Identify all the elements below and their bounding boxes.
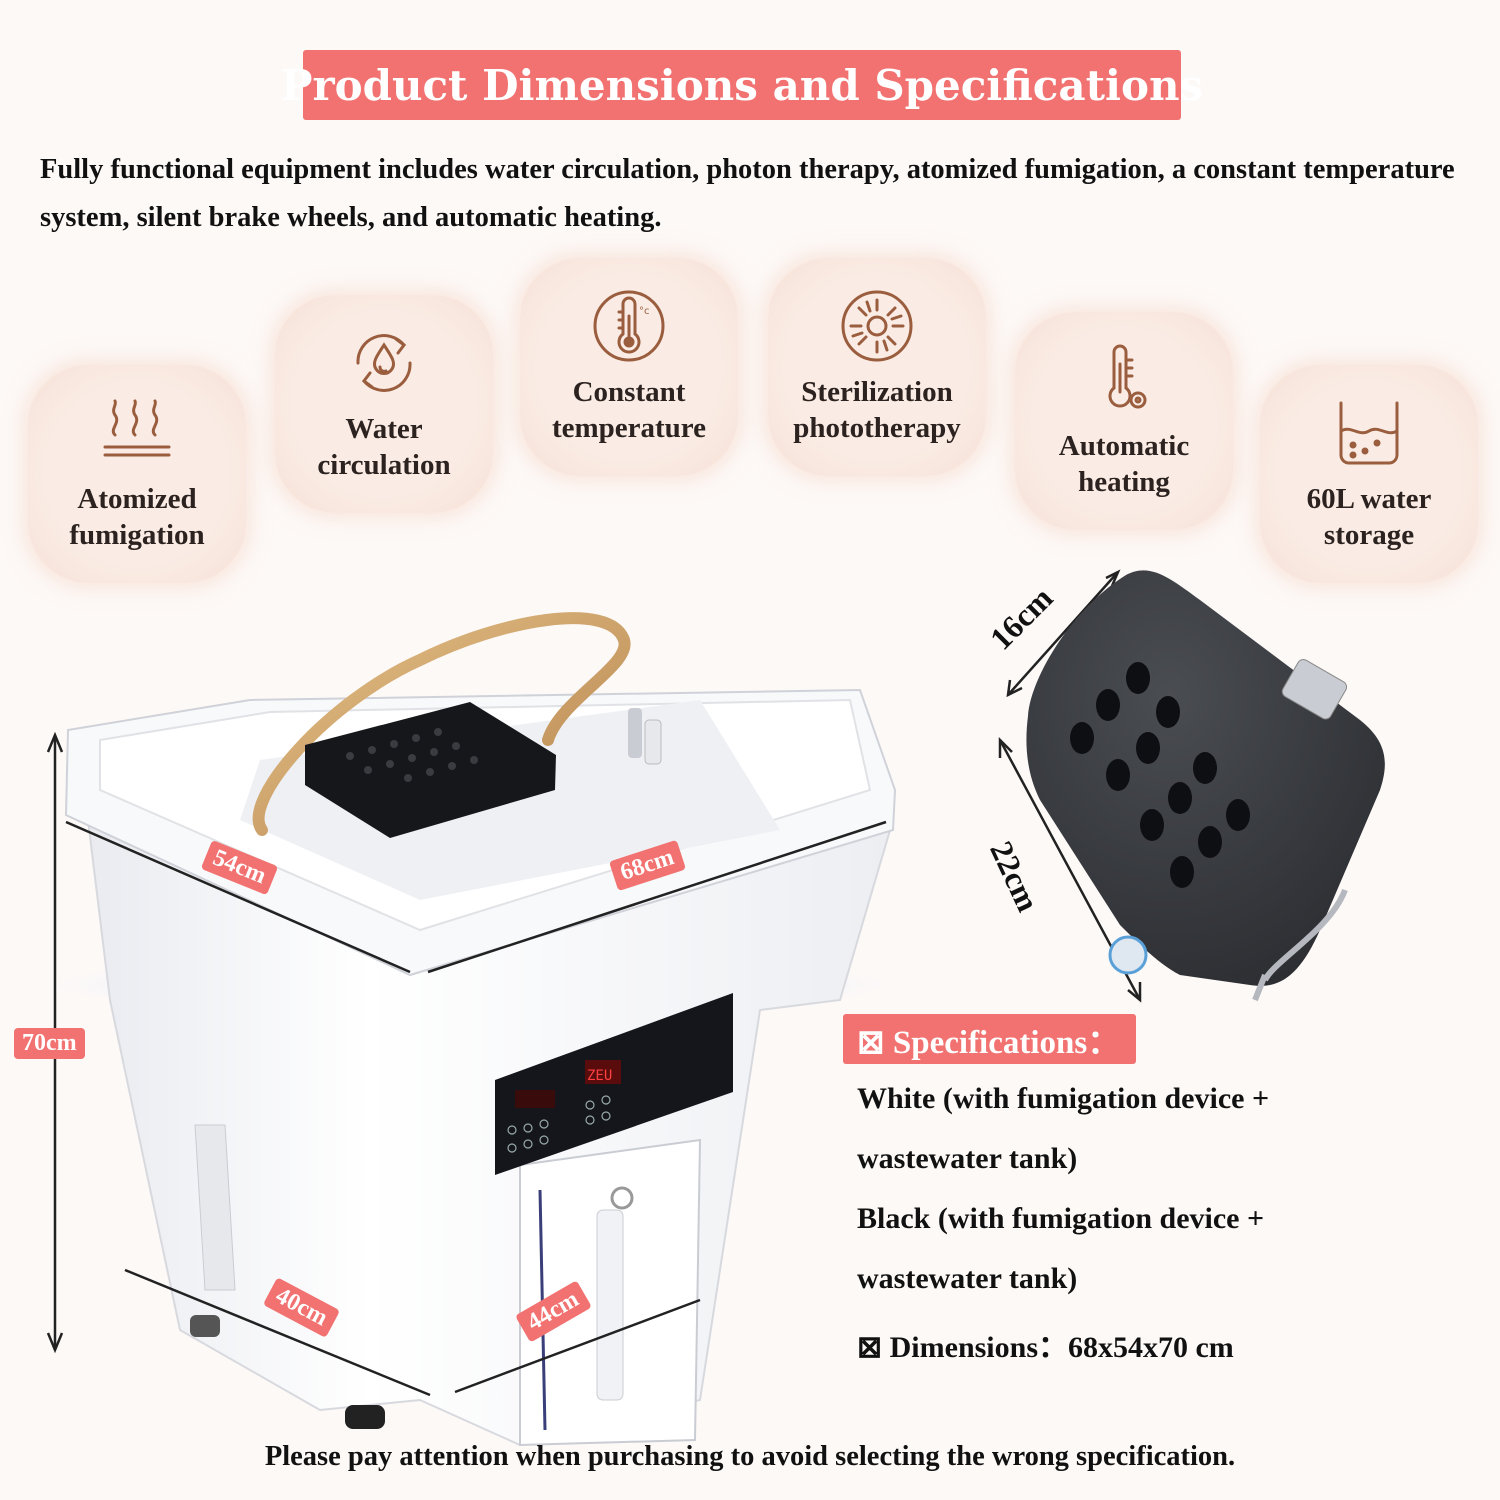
feature-label: Atomized fumigation <box>69 483 205 551</box>
specifications-heading-banner: ⊠ Specifications： <box>843 1014 1136 1064</box>
steam-icon <box>103 399 171 457</box>
basin-unit: ZEU <box>50 612 897 1447</box>
footer-note: Please pay attention when purchasing to … <box>264 1441 1236 1472</box>
panel-display: ZEU <box>587 1068 612 1084</box>
feature-label: Water circulation <box>317 413 451 481</box>
feature-label: 60L water storage <box>1306 483 1432 551</box>
page-title: Product Dimensions and Specifications <box>280 60 1204 110</box>
intro-text: Fully functional equipment includes wate… <box>40 154 1455 233</box>
feature-label: Constant temperature <box>551 376 707 444</box>
feature-water-circulation: Water circulation <box>275 295 493 513</box>
water-circulation-icon <box>356 334 412 392</box>
feature-atomized-fumigation: Atomized fumigation <box>28 365 246 583</box>
feature-label: Automatic heating <box>1058 430 1190 498</box>
feature-sterilization-phototherapy: Sterilization phototherapy <box>768 258 986 476</box>
title-banner: Product Dimensions and Specifications <box>281 50 1203 120</box>
thermometer-icon: °c <box>593 290 665 362</box>
spec-line: wastewater tank) <box>857 1262 1078 1295</box>
heating-thermometer-icon <box>1108 344 1147 409</box>
dimension-height: 70cm <box>14 1028 85 1059</box>
feature-label: Sterilization phototherapy <box>793 376 961 444</box>
specifications-heading: ⊠ Specifications： <box>857 1025 1121 1061</box>
feature-automatic-heating: Automatic heating <box>1015 312 1233 530</box>
feature-water-storage: 60L water storage <box>1260 365 1478 583</box>
svg-text:°c: °c <box>639 306 650 317</box>
control-panel: ZEU <box>495 993 733 1175</box>
sun-icon <box>841 290 913 362</box>
spec-line: wastewater tank) <box>857 1142 1078 1175</box>
spec-dimensions: ⊠ Dimensions：68x54x70 cm <box>857 1331 1234 1364</box>
foam-pillow <box>1026 570 1385 1002</box>
spec-line: Black (with fumigation device + <box>857 1202 1265 1235</box>
water-tank-icon <box>1339 401 1399 465</box>
feature-constant-temperature: °c Constant temperature <box>520 258 738 476</box>
spec-line: White (with fumigation device + <box>857 1082 1270 1115</box>
